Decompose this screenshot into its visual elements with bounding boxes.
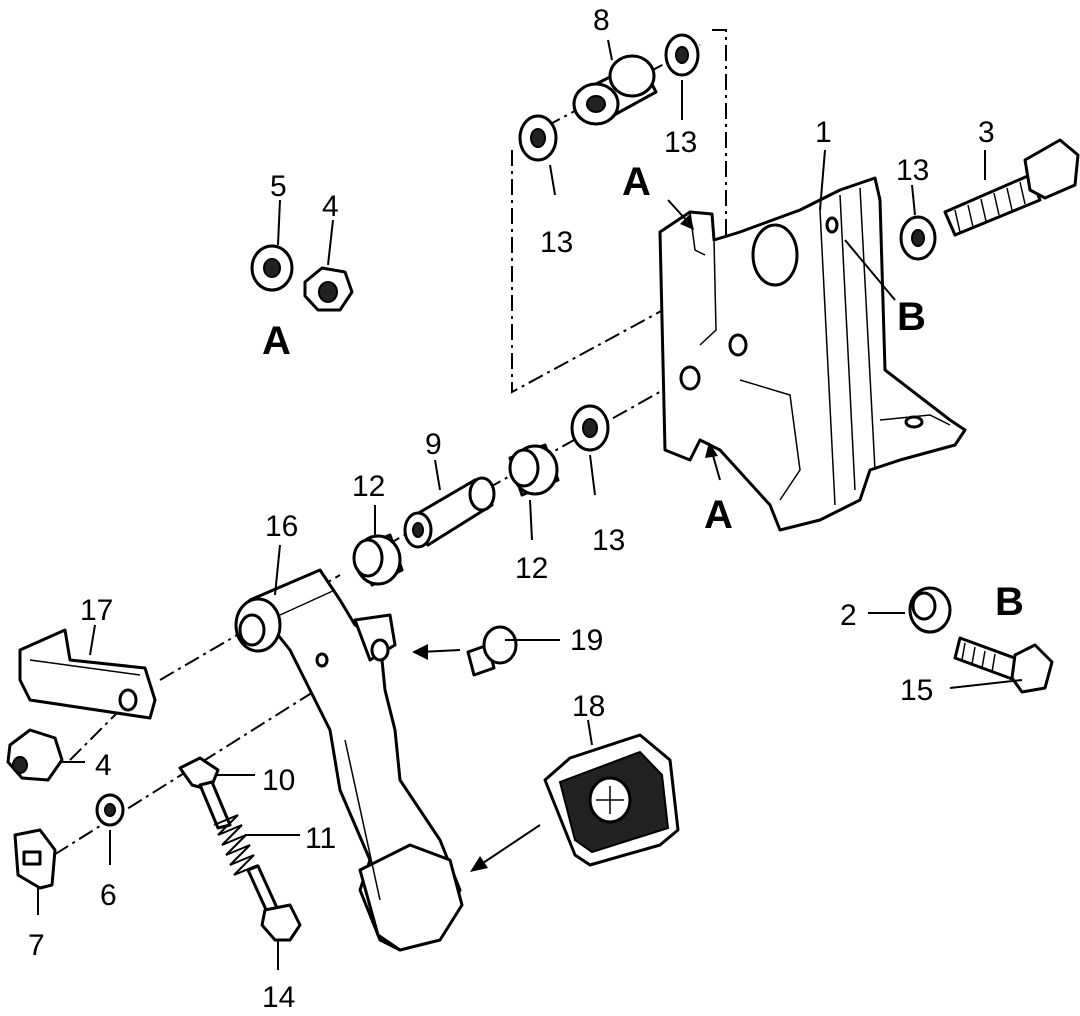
callout-17: 17 (80, 594, 113, 627)
callout-12: 12 (352, 470, 385, 503)
washer-part-13-bolt (899, 215, 937, 261)
bolt-part-3 (943, 138, 1080, 237)
clip-bracket-part-17 (18, 628, 157, 720)
clutch-pedal-arm-part-16 (234, 568, 464, 952)
callout-2: 2 (840, 599, 857, 632)
lock-nut-part-4-lower (6, 728, 64, 782)
pivot-sleeve-part-9 (403, 476, 496, 549)
washer-part-13-upper-left (518, 114, 558, 162)
callout-9: 9 (425, 428, 442, 461)
coil-spring-part-11 (213, 814, 280, 916)
detail-label-a: A (622, 160, 651, 204)
lock-nut-part-4-inset (303, 266, 354, 312)
detail-label-a: A (704, 493, 733, 537)
callout-labels: 8 13 13 1 3 13 5 4 9 12 13 12 16 17 19 4… (28, 4, 995, 1014)
spring-clip-part-7 (13, 828, 57, 890)
spacer-sleeve-part-8 (572, 54, 658, 126)
pedal-pad-part-18 (543, 733, 680, 867)
spring-rod-part-10 (178, 756, 232, 830)
callout-15: 15 (900, 674, 933, 707)
bolt-part-15 (953, 636, 1054, 694)
callout-11: 11 (305, 822, 336, 855)
callout-7: 7 (28, 929, 45, 962)
detail-label-b: B (995, 580, 1024, 624)
detail-letter-labels: A A A B B (262, 160, 1024, 624)
washer-part-5 (250, 244, 294, 292)
spring-seat-part-14 (260, 903, 302, 942)
callout-5: 5 (270, 170, 287, 203)
callout-3: 3 (978, 116, 995, 149)
washer-part-13-lower (570, 404, 610, 452)
callout-12: 12 (515, 552, 548, 585)
washer-part-6 (95, 793, 125, 827)
callout-16: 16 (265, 510, 298, 543)
leader-lines (37, 39, 1023, 970)
callout-14: 14 (262, 981, 295, 1011)
callout-4: 4 (95, 749, 112, 782)
callout-8: 8 (593, 4, 610, 37)
detail-label-a: A (262, 319, 291, 363)
callout-13: 13 (592, 524, 625, 557)
callout-18: 18 (572, 690, 605, 723)
callout-19: 19 (570, 624, 603, 657)
callout-6: 6 (100, 879, 117, 912)
shoulder-bolt-part-19 (466, 625, 518, 677)
callout-13: 13 (540, 226, 573, 259)
washer-part-13-upper-right (664, 33, 700, 77)
bushing-part-2 (908, 586, 952, 634)
callout-13: 13 (664, 126, 697, 159)
bushing-part-12-right (508, 443, 560, 497)
detail-label-b: B (897, 295, 926, 339)
bushing-part-12-left (352, 533, 404, 587)
arrow-icon (412, 199, 721, 872)
callout-1: 1 (815, 116, 832, 149)
pedal-bracket-part-1 (658, 176, 967, 532)
callout-13: 13 (896, 154, 929, 187)
callout-10: 10 (262, 764, 295, 797)
callout-4: 4 (322, 190, 339, 223)
